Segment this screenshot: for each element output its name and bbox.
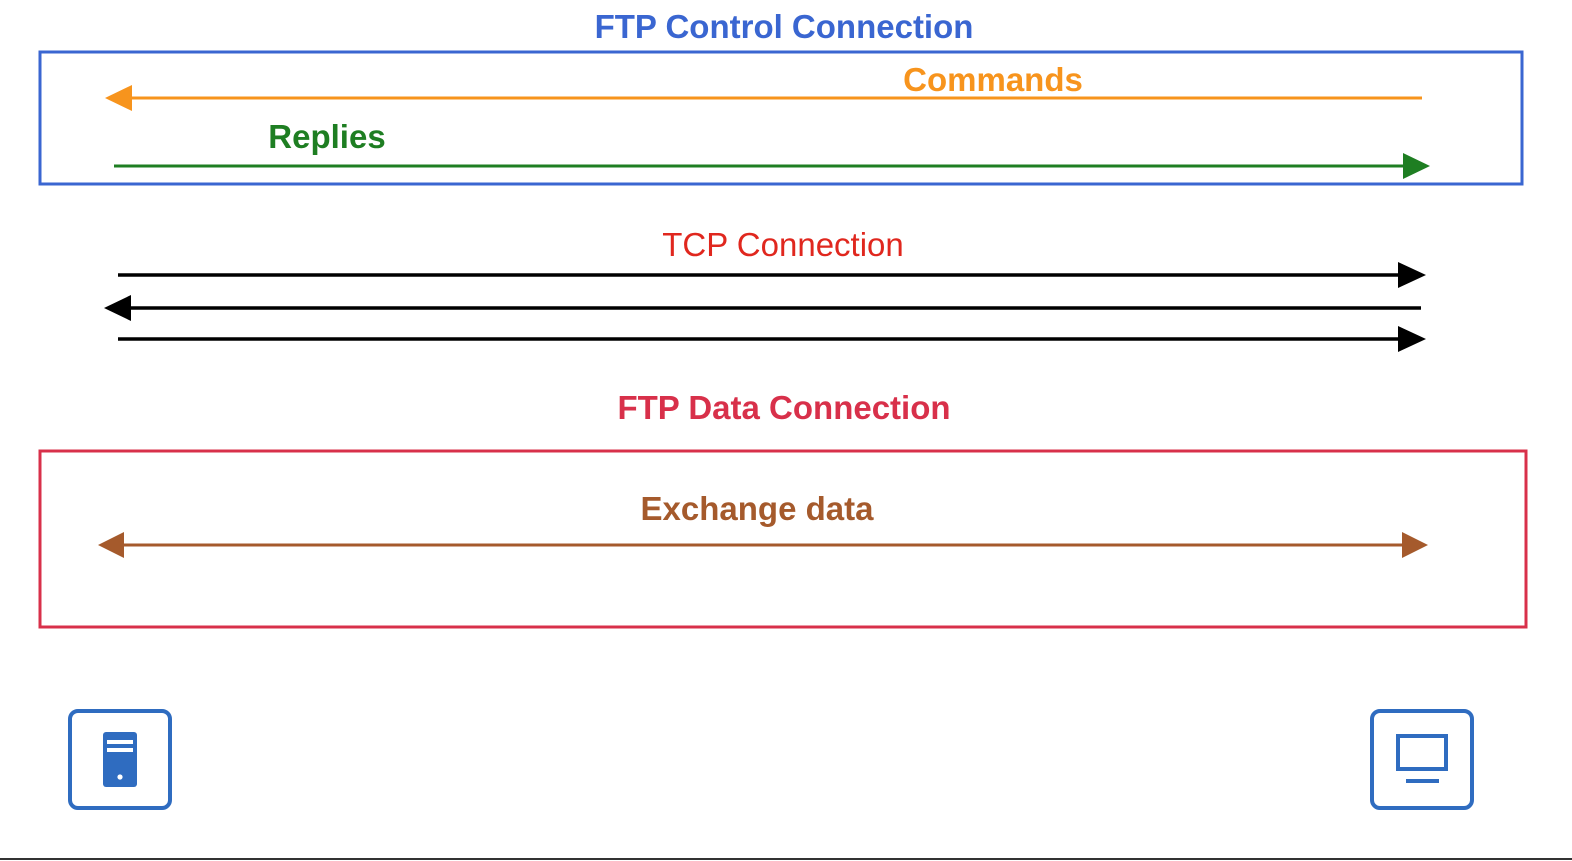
tcp-arrow-2: [104, 295, 1421, 321]
tcp-arrow-1: [118, 262, 1426, 288]
tcp-arrow-3: [118, 326, 1426, 352]
commands-arrow: [105, 85, 1422, 111]
control-connection-box: [38, 50, 1524, 186]
data-connection-title: FTP Data Connection: [617, 389, 950, 426]
server-icon: [68, 709, 172, 810]
commands-label: Commands: [903, 61, 1083, 98]
data-connection-box: [38, 449, 1528, 629]
monitor-icon: [1370, 709, 1474, 810]
exchange-data-label: Exchange data: [641, 490, 875, 527]
tcp-connection-title: TCP Connection: [662, 226, 904, 263]
exchange-data-arrow: [98, 532, 1428, 558]
replies-label: Replies: [268, 118, 385, 155]
control-connection-title: FTP Control Connection: [595, 8, 974, 45]
replies-arrow: [114, 153, 1430, 179]
